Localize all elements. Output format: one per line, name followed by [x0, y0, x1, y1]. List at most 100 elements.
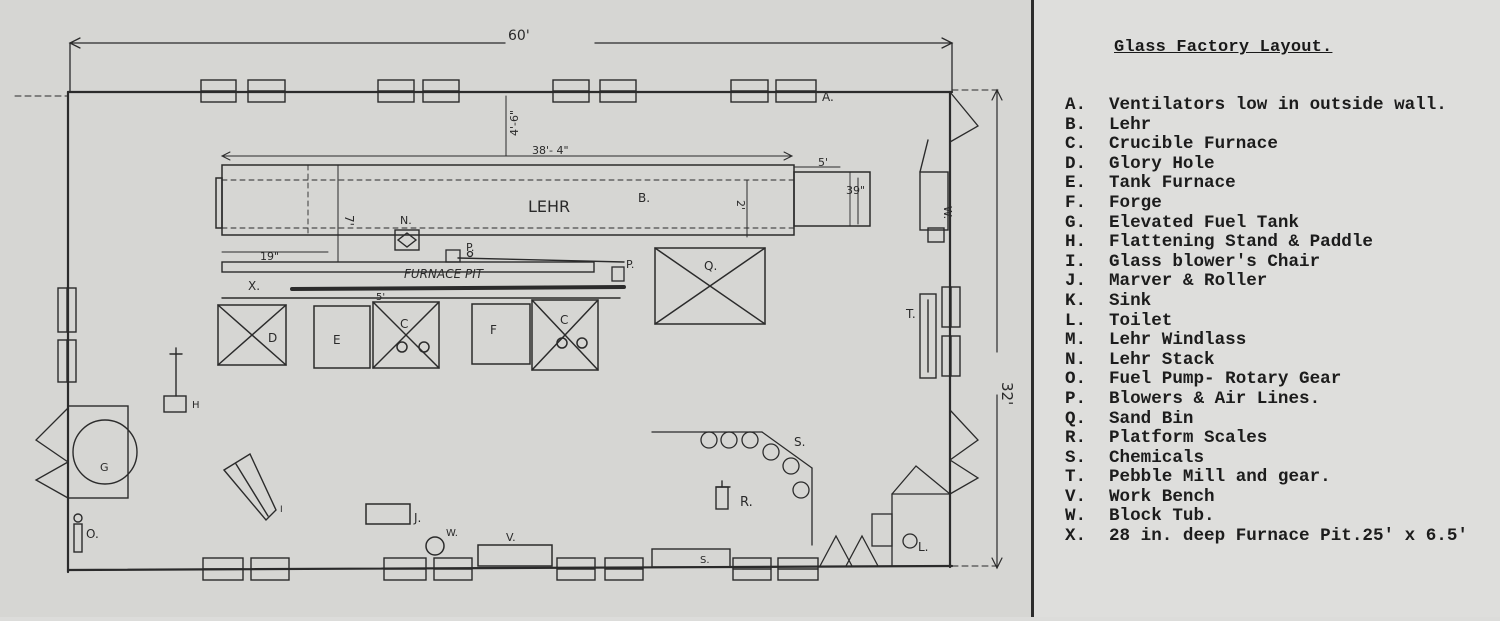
legend-item-text: Toilet — [1109, 310, 1173, 331]
glory-hole — [217, 304, 287, 366]
label-w2: W. — [941, 206, 954, 219]
legend-item-key: B. — [1065, 114, 1087, 135]
doors — [34, 91, 980, 499]
width-dimension-line — [68, 37, 954, 93]
label-n: N. — [400, 214, 412, 227]
legend-item-text: Glory Hole — [1109, 153, 1215, 174]
lehr-label: LEHR — [528, 197, 570, 216]
legend-item: D. Glory Hole — [1065, 153, 1468, 175]
legend-item: M.Lehr Windlass — [1065, 330, 1468, 351]
legend-item-key: A. — [1065, 95, 1087, 115]
block-tub-right — [919, 139, 949, 243]
crucible-furnace — [372, 301, 440, 369]
legend-item: K. Sink — [1065, 290, 1468, 312]
legend-item-text: Lehr Stack — [1109, 349, 1215, 370]
legend-item-key: N. — [1065, 349, 1087, 370]
platform-scales — [715, 480, 731, 510]
sand-bin — [654, 247, 766, 325]
pebble-mill — [919, 293, 937, 379]
legend-item-key: D. — [1065, 153, 1087, 174]
lehr-length-label: 38'- 4" — [532, 144, 569, 157]
legend-item-text: 28 in. deep Furnace Pit.25' x 6.5' — [1109, 526, 1468, 547]
label-h: H — [192, 400, 200, 411]
legend-item: X. 28 in. deep Furnace Pit.25' x 6.5' — [1065, 526, 1468, 547]
legend-item-key: X. — [1065, 526, 1087, 547]
legend-item: J.Marver & Roller — [1065, 272, 1468, 292]
legend-item: S.Chemicals — [1065, 447, 1468, 469]
legend-item-text: Chemicals — [1109, 447, 1205, 468]
legend-item: G. Elevated Fuel Tank — [1065, 212, 1468, 234]
legend-item-text: Lehr — [1109, 114, 1152, 135]
legend-item: F.Forge — [1065, 192, 1468, 214]
label-f: F — [490, 323, 497, 337]
legend-item: R.Platform Scales — [1065, 428, 1468, 449]
legend-item-key: H. — [1065, 232, 1087, 253]
legend-item-text: Sink — [1109, 290, 1152, 311]
blowers — [445, 249, 625, 282]
legend-item: E. Tank Furnace — [1065, 174, 1468, 194]
label-d: D — [268, 331, 277, 345]
legend-item-text: Forge — [1109, 192, 1162, 213]
label-a: A. — [822, 90, 834, 104]
width-dim-label: 60' — [508, 28, 530, 44]
label-j: J. — [413, 511, 421, 525]
ventilators-right — [941, 286, 961, 377]
legend-item: I.Glass blower's Chair — [1065, 252, 1468, 273]
panel-divider — [1031, 0, 1034, 617]
label-s2: S. — [700, 555, 710, 566]
chemicals-jars — [651, 431, 813, 546]
legend-item-text: Elevated Fuel Tank — [1109, 212, 1300, 233]
legend-item: C.Crucible Furnace — [1065, 134, 1468, 155]
pit-offset-label: 19" — [260, 250, 279, 263]
plan-labels: 60' 32' 38'- 4" 4'-6" 7' 5' 39" 2' 19" 5… — [86, 28, 1016, 566]
toilet-and-sink — [819, 465, 951, 567]
label-c2: C — [560, 313, 568, 327]
label-q: Q. — [704, 259, 717, 273]
label-p1: P. — [466, 241, 474, 254]
label-p2: P. — [626, 258, 634, 271]
label-o: O. — [86, 527, 99, 541]
lehr-stack-side-label: 39" — [846, 184, 865, 197]
fuel-pump — [73, 513, 83, 553]
work-bench — [477, 544, 553, 567]
legend-item: L. Toilet — [1065, 310, 1468, 332]
lehr — [215, 164, 871, 236]
legend-item-key: L. — [1065, 310, 1087, 331]
legend-item-text: Tank Furnace — [1109, 173, 1236, 194]
legend-list: A.Ventilators low in outside wall.B.Lehr… — [1065, 95, 1468, 547]
furnace-pit — [221, 257, 626, 299]
label-l: L. — [918, 540, 929, 554]
legend-item-key: G. — [1065, 212, 1087, 233]
depth-dim-label: 32' — [998, 382, 1016, 405]
legend-item-text: Fuel Pump- Rotary Gear — [1109, 369, 1342, 390]
lehr-stack — [394, 229, 420, 251]
furnace-pit-label: FURNACE PIT — [404, 267, 485, 281]
legend-item: H. Flattening Stand & Paddle — [1065, 232, 1468, 253]
fuel-tank — [67, 405, 138, 499]
depth-dimension-line — [991, 88, 1003, 570]
legend-item: W.Block Tub. — [1065, 507, 1468, 527]
ventilators-bottom — [202, 557, 819, 581]
crucible-furnace — [531, 299, 599, 371]
label-e: E — [333, 333, 341, 347]
legend-item-text: Flattening Stand & Paddle — [1109, 232, 1373, 253]
label-w1: W. — [446, 528, 458, 539]
legend-item-key: E. — [1065, 173, 1087, 194]
legend-item-key: T. — [1065, 467, 1087, 488]
ventilators-left — [57, 287, 77, 383]
legend-item-key: M. — [1065, 330, 1087, 351]
label-v: V. — [506, 531, 516, 544]
legend-item-text: Block Tub. — [1109, 506, 1215, 527]
lehr-depth-label: 7' — [342, 215, 356, 226]
glass-blowers-chair — [222, 452, 277, 522]
label-x: X. — [248, 279, 260, 293]
legend-item-text: Pebble Mill and gear. — [1109, 467, 1331, 488]
legend-item-key: K. — [1065, 290, 1087, 311]
legend-item: N. Lehr Stack — [1065, 349, 1468, 371]
legend-panel: Glass Factory Layout. A.Ventilators low … — [1034, 0, 1500, 617]
label-r: R. — [740, 495, 753, 510]
label-c1: C — [400, 317, 408, 331]
legend-item-key: J. — [1065, 271, 1087, 292]
legend-item-key: Q. — [1065, 408, 1087, 429]
legend-item-key: O. — [1065, 369, 1087, 390]
